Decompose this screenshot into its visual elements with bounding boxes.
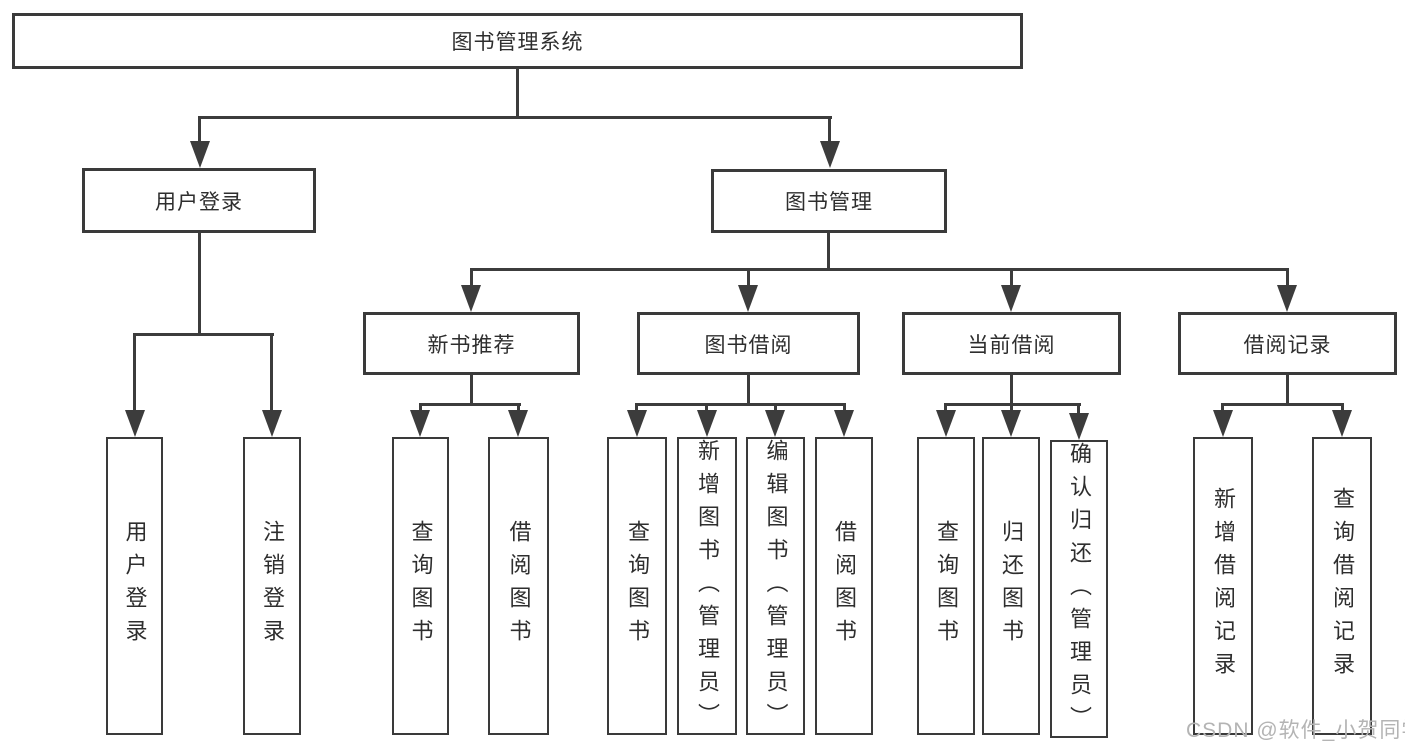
node-label: 当前借阅 (967, 333, 1056, 357)
leaf-label: 查询图书 (934, 520, 959, 652)
connector-line (635, 403, 846, 406)
connector-line (1286, 268, 1289, 286)
arrowhead-down-icon (765, 410, 785, 437)
leaf-confirm-return-admin: 确认归还（管理员） (1050, 440, 1108, 739)
connector-line (270, 333, 273, 410)
connector-line (133, 333, 274, 336)
connector-line (747, 268, 750, 286)
connector-line (516, 68, 519, 118)
leaf-label: 用户登录 (122, 520, 148, 652)
arrowhead-down-icon (1001, 410, 1021, 437)
leaf-borrow-books-recommend: 借阅图书 (488, 437, 549, 735)
leaf-return-books: 归还图书 (982, 437, 1040, 735)
connector-line (944, 403, 947, 412)
leaf-label: 注销登录 (260, 520, 285, 652)
connector-line (828, 116, 831, 142)
node-label: 新书推荐 (427, 333, 516, 357)
leaf-borrow-books: 借阅图书 (815, 437, 873, 735)
leaf-label: 查询图书 (408, 520, 434, 652)
arrowhead-down-icon (1277, 285, 1297, 312)
node-user-login: 用户登录 (82, 168, 316, 233)
connector-line (470, 268, 1288, 271)
connector-line (1010, 403, 1013, 412)
arrowhead-down-icon (461, 285, 481, 312)
connector-line (774, 403, 777, 412)
connector-line (470, 374, 473, 406)
node-current-borrowing: 当前借阅 (902, 312, 1121, 375)
leaf-label: 新增图书（管理员） (695, 439, 720, 736)
connector-line (843, 403, 846, 412)
connector-line (133, 333, 136, 410)
node-book-borrowing: 图书借阅 (637, 312, 860, 375)
connector-line (419, 403, 422, 412)
arrowhead-down-icon (410, 410, 430, 437)
leaf-user-login: 用户登录 (106, 437, 163, 735)
leaf-query-books-borrowing: 查询图书 (607, 437, 667, 735)
leaf-query-books-recommend: 查询图书 (392, 437, 449, 735)
leaf-add-books-admin: 新增图书（管理员） (677, 437, 737, 736)
connector-line (635, 403, 638, 412)
connector-line (1286, 374, 1289, 406)
arrowhead-down-icon (936, 410, 956, 437)
leaf-logout: 注销登录 (243, 437, 301, 735)
leaf-label: 借阅图书 (506, 520, 532, 652)
connector-line (1010, 268, 1013, 286)
arrowhead-down-icon (190, 141, 210, 168)
connector-line (1221, 403, 1224, 412)
node-new-book-recommend: 新书推荐 (363, 312, 580, 375)
connector-line (1010, 374, 1013, 406)
leaf-label: 查询借阅记录 (1330, 487, 1355, 685)
node-label: 用户登录 (155, 190, 243, 214)
connector-line (827, 232, 830, 271)
node-label: 图书借阅 (704, 333, 793, 357)
node-label: 图书管理 (785, 191, 873, 214)
leaf-label: 归还图书 (999, 520, 1024, 652)
arrowhead-down-icon (834, 410, 854, 437)
leaf-query-borrow-record: 查询借阅记录 (1312, 437, 1372, 735)
arrowhead-down-icon (1001, 285, 1021, 312)
connector-line (1077, 403, 1080, 415)
arrowhead-down-icon (1332, 410, 1352, 437)
node-label: 图书管理系统 (451, 31, 584, 54)
node-library-management-system: 图书管理系统 (12, 13, 1023, 69)
connector-line (517, 403, 520, 412)
arrowhead-down-icon (1069, 413, 1089, 440)
leaf-query-books-current: 查询图书 (917, 437, 975, 735)
leaf-label: 新增借阅记录 (1211, 487, 1236, 685)
arrowhead-down-icon (627, 410, 647, 437)
connector-line (705, 403, 708, 412)
arrowhead-down-icon (125, 410, 145, 437)
leaf-label: 借阅图书 (832, 520, 857, 652)
node-borrowing-records: 借阅记录 (1178, 312, 1397, 375)
connector-line (1221, 403, 1344, 406)
arrowhead-down-icon (508, 410, 528, 437)
leaf-label: 查询图书 (625, 520, 650, 652)
connector-line (198, 232, 201, 335)
node-label: 借阅记录 (1243, 333, 1332, 357)
connector-line (419, 403, 521, 406)
arrowhead-down-icon (1213, 410, 1233, 437)
connector-line (198, 116, 832, 119)
connector-line (1341, 403, 1344, 412)
arrowhead-down-icon (820, 141, 840, 168)
leaf-label: 编辑图书（管理员） (763, 439, 789, 736)
arrowhead-down-icon (738, 285, 758, 312)
arrowhead-down-icon (262, 410, 282, 437)
connector-line (470, 268, 473, 286)
leaf-label: 确认归还（管理员） (1067, 442, 1092, 739)
node-book-management: 图书管理 (711, 169, 947, 233)
arrowhead-down-icon (697, 410, 717, 437)
watermark: CSDN @软件_小贺同学 (1186, 719, 1405, 742)
connector-line (198, 116, 201, 142)
leaf-add-borrow-record: 新增借阅记录 (1193, 437, 1253, 735)
connector-line (747, 374, 750, 406)
leaf-edit-books-admin: 编辑图书（管理员） (746, 437, 805, 736)
